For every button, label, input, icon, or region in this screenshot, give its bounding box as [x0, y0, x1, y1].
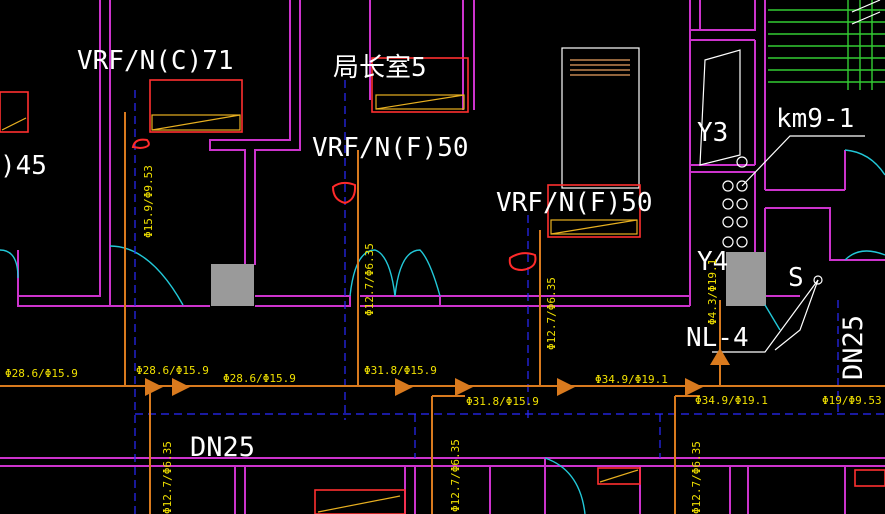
- column-block-1: [211, 264, 254, 306]
- pipe-label-5: Φ31.8/Φ15.9: [466, 395, 539, 408]
- pipe-label-v5: Φ12.7/Φ6.35: [161, 441, 174, 514]
- label-nl4: NL-4: [686, 323, 749, 353]
- pipe-label-v4: Φ4.3/Φ19.1: [706, 259, 719, 325]
- label-office: 局长室5: [333, 53, 427, 83]
- door-arcs: [0, 149, 885, 514]
- pipe-label-8: Φ19/Φ9.53: [822, 394, 882, 407]
- label-s: S: [788, 263, 804, 293]
- label-vrf-71: VRF/N(C)71: [77, 46, 234, 76]
- pipes: [0, 112, 885, 514]
- pipe-label-v1: Φ15.9/Φ9.53: [142, 165, 155, 238]
- red-markups: [131, 138, 537, 272]
- pipe-label-2: Φ28.6/Φ15.9: [136, 364, 209, 377]
- pipe-label-v7: Φ12.7/Φ6.35: [690, 441, 703, 514]
- pipe-label-1: Φ28.6/Φ15.9: [5, 367, 78, 380]
- label-dn25-right: DN25: [838, 315, 869, 380]
- pipe-label-v2: Φ12.7/Φ6.35: [363, 243, 376, 316]
- label-vrf-50a: VRF/N(F)50: [312, 133, 469, 163]
- pipe-label-v6: Φ12.7/Φ6.35: [449, 439, 462, 512]
- pipe-label-6: Φ34.9/Φ19.1: [595, 373, 668, 386]
- column-block-2: [726, 252, 766, 306]
- pipe-label-4: Φ31.8/Φ15.9: [364, 364, 437, 377]
- label-km: km9-1: [776, 104, 854, 134]
- label-y3: Y3: [697, 118, 728, 148]
- pipe-label-7: Φ34.9/Φ19.1: [695, 394, 768, 407]
- shaft-details: [699, 49, 865, 353]
- stair-grid: [768, 0, 885, 90]
- label-dn25-bottom: DN25: [190, 432, 255, 463]
- indoor-units: [0, 47, 885, 514]
- label-left-45: )45: [0, 151, 47, 181]
- label-vrf-50b: VRF/N(F)50: [496, 188, 653, 218]
- label-y4: Y4: [697, 247, 728, 277]
- pipe-label-v3: Φ12.7/Φ6.35: [545, 277, 558, 350]
- branch-joints: [145, 348, 730, 396]
- pipe-label-3: Φ28.6/Φ15.9: [223, 372, 296, 385]
